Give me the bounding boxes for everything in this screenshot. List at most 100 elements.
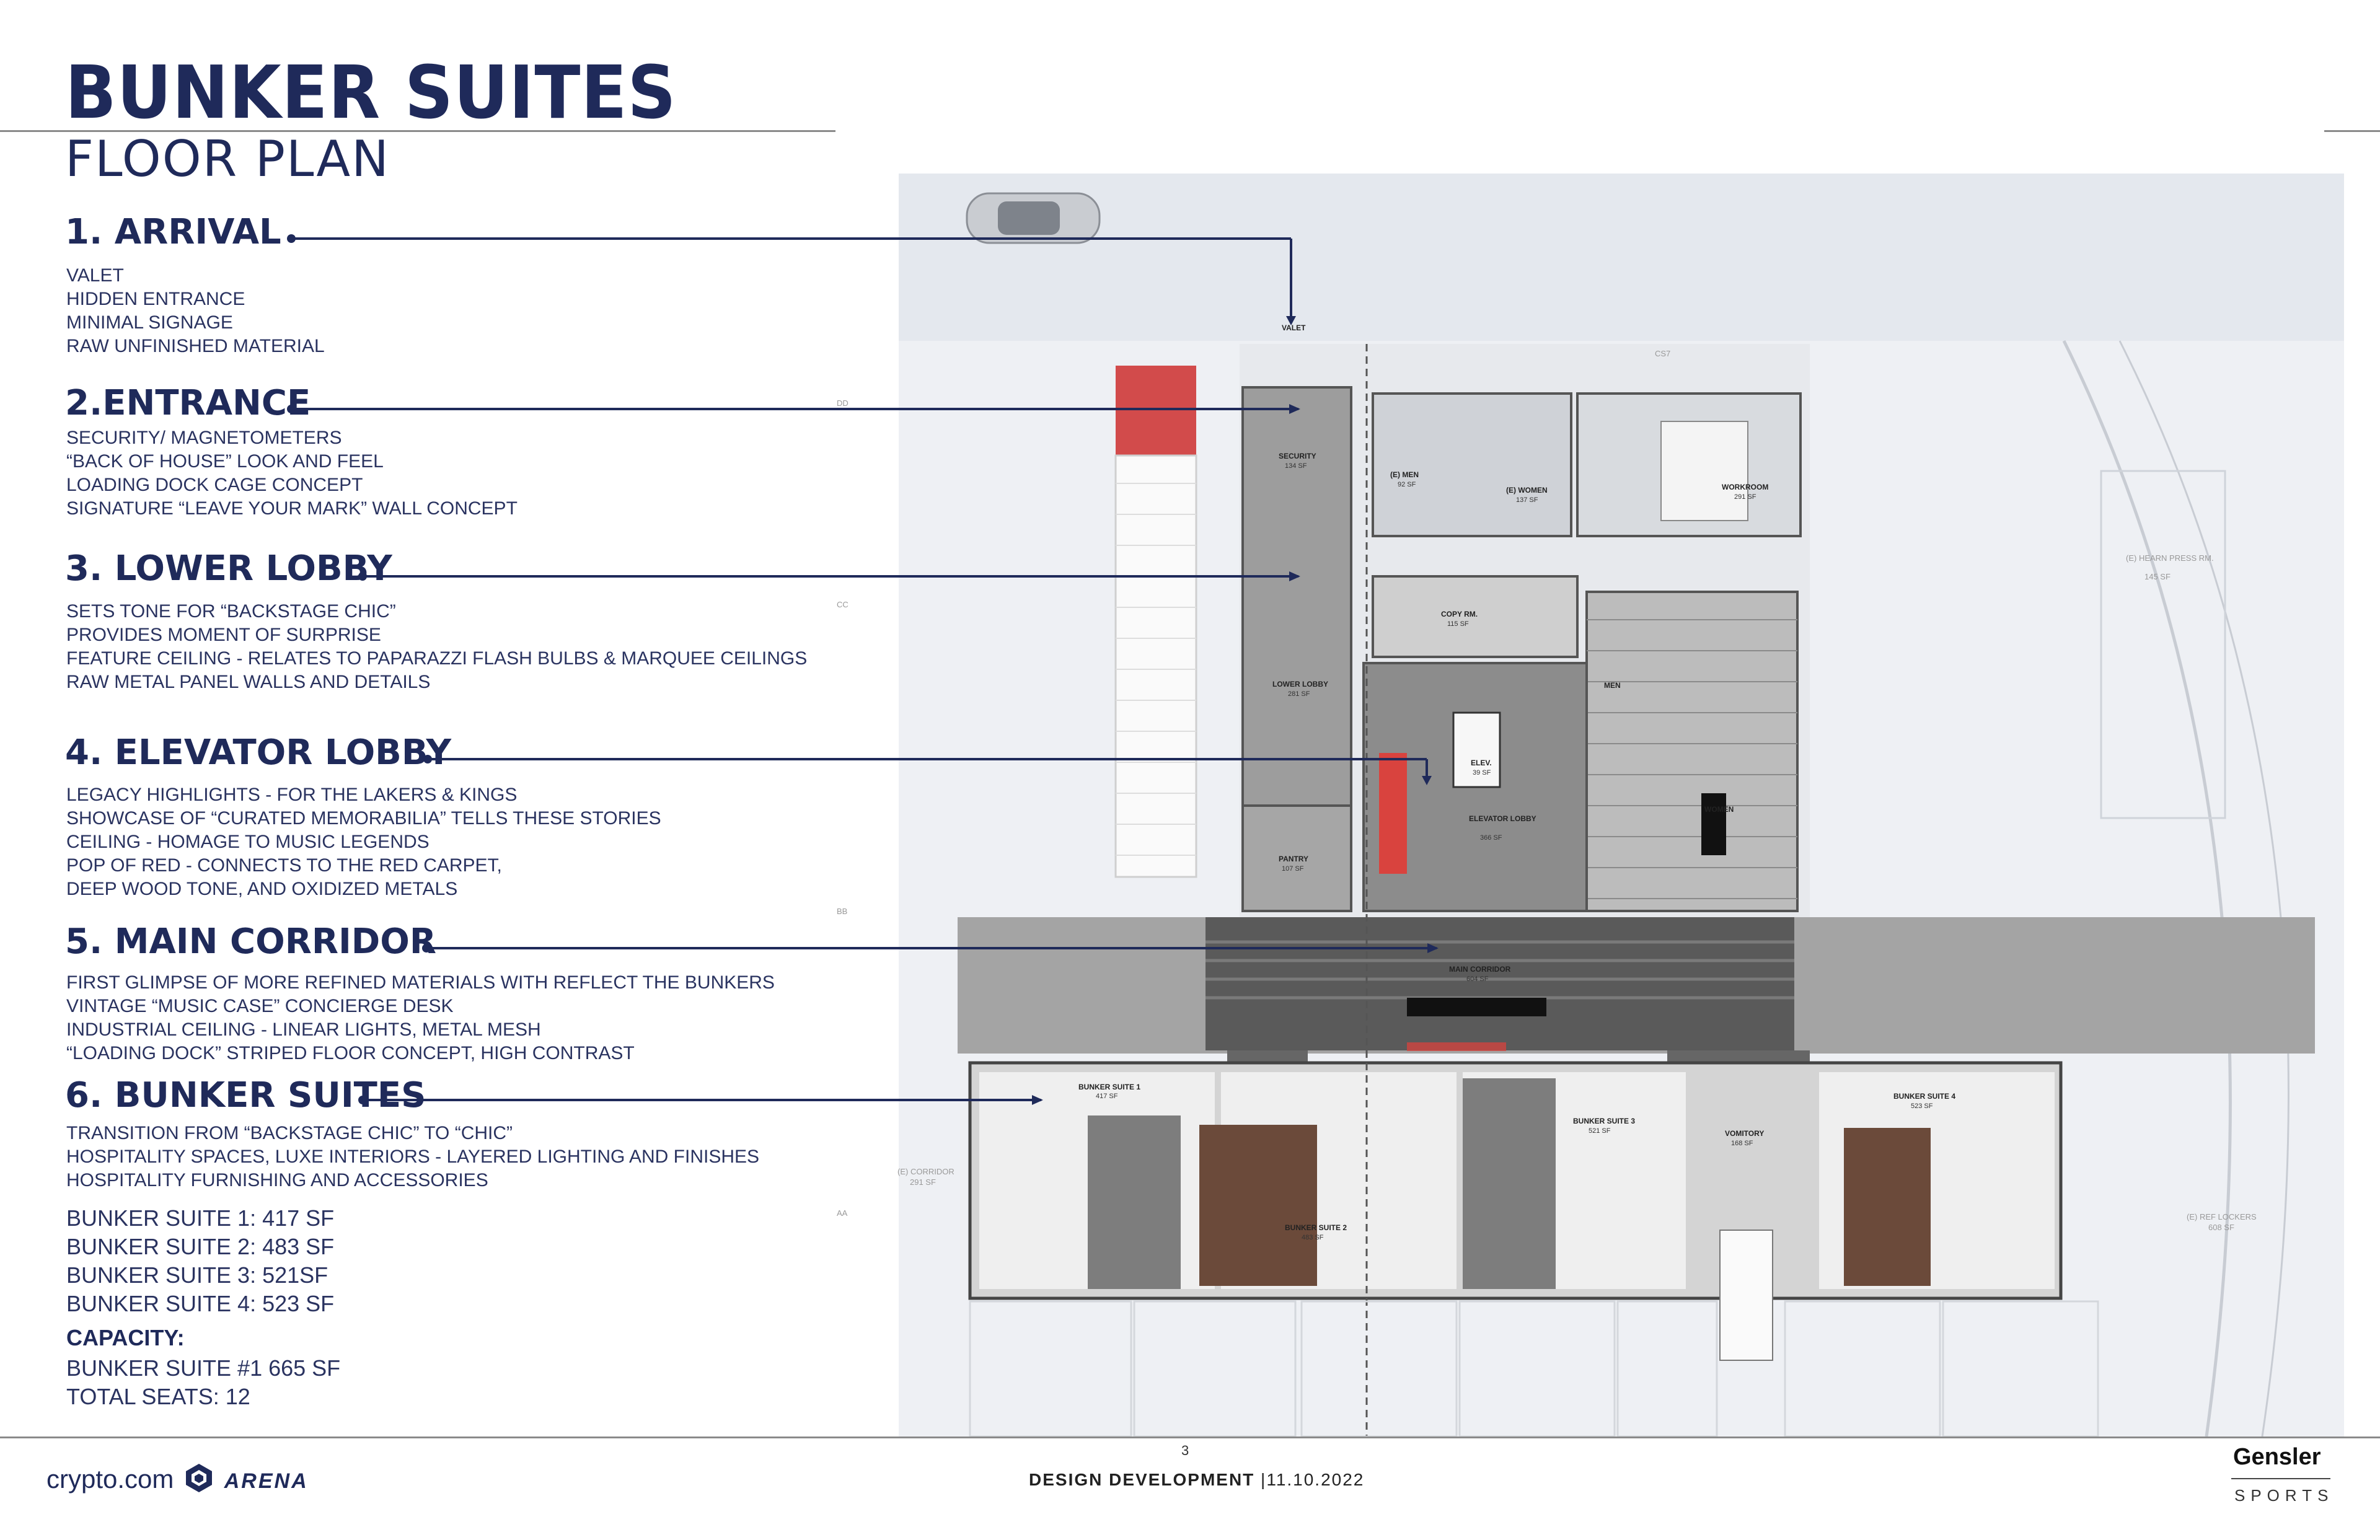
plan-label-main-corridor-sf: 604 SF (1466, 975, 1489, 983)
footer-divider (0, 1437, 2380, 1438)
firm-logo-rule (2231, 1478, 2330, 1479)
capacity-line: TOTAL SEATS: 12 (66, 1384, 250, 1409)
section-line: LOADING DOCK CAGE CONCEPT (66, 475, 363, 495)
section-line: INDUSTRIAL CEILING - LINEAR LIGHTS, META… (66, 1019, 541, 1040)
section-line: POP OF RED - CONNECTS TO THE RED CARPET, (66, 855, 502, 876)
section-title-main-corridor: 5. MAIN CORRIDOR (65, 922, 436, 962)
plan-label-vomitory: VOMITORY (1725, 1129, 1764, 1138)
footer-doc-info: DESIGN DEVELOPMENT |11.10.2022 (1029, 1470, 1364, 1490)
section-line: RAW METAL PANEL WALLS AND DETAILS (66, 672, 431, 692)
grid-label-bb: BB (837, 907, 847, 916)
plan-label-elev: ELEV. (1471, 759, 1492, 767)
section-line: MINIMAL SIGNAGE (66, 312, 233, 333)
suite-area-item: BUNKER SUITE 3: 521SF (66, 1262, 328, 1288)
plan-label-suite-1-sf: 417 SF (1096, 1093, 1118, 1100)
plan-label-pantry: PANTRY (1279, 855, 1308, 863)
plan-label-lower-lobby-sf: 281 SF (1288, 690, 1310, 698)
plan-label-hearn: (E) HEARN PRESS RM. (2126, 553, 2214, 563)
plan-label-lower-lobby: LOWER LOBBY (1272, 680, 1328, 689)
plan-label-elevator-lobby: ELEVATOR LOBBY (1469, 814, 1536, 823)
section-lines-lower-lobby: SETS TONE FOR “BACKSTAGE CHIC” PROVIDES … (66, 600, 807, 694)
plan-label-copy-rm: COPY RM. (1441, 610, 1478, 618)
section-lines-main-corridor: FIRST GLIMPSE OF MORE REFINED MATERIALS … (66, 971, 775, 1065)
section-line: HOSPITALITY SPACES, LUXE INTERIORS - LAY… (66, 1146, 760, 1167)
suite-area-item: BUNKER SUITE 2: 483 SF (66, 1234, 335, 1259)
capacity-lines: BUNKER SUITE #1 665 SF TOTAL SEATS: 12 (66, 1354, 340, 1411)
plan-label-elevator-lobby-sf: 366 SF (1480, 834, 1502, 842)
title-divider (0, 130, 835, 132)
plan-label-valet: VALET (1282, 323, 1306, 332)
section-line: HOSPITALITY FURNISHING AND ACCESSORIES (66, 1170, 488, 1190)
plan-label-ref-lockers: (E) REF LOCKERS (2187, 1212, 2257, 1221)
client-logo: crypto.com ARENA (46, 1463, 309, 1500)
client-brand: crypto.com (46, 1464, 174, 1494)
section-lines-bunker-suites: TRANSITION FROM “BACKSTAGE CHIC” TO “CHI… (66, 1122, 759, 1192)
firm-logo: Gensler (2233, 1444, 2321, 1470)
plan-label-pantry-sf: 107 SF (1282, 865, 1304, 873)
section-line: SETS TONE FOR “BACKSTAGE CHIC” (66, 601, 396, 622)
suite-area-item: BUNKER SUITE 4: 523 SF (66, 1291, 335, 1316)
plan-label-women-restroom: WOMEN (1704, 805, 1734, 814)
plan-label-suite-2: BUNKER SUITE 2 (1285, 1223, 1347, 1232)
section-line: HIDDEN ENTRANCE (66, 289, 245, 309)
section-line: FEATURE CEILING - RELATES TO PAPARAZZI F… (66, 648, 808, 669)
section-line: TRANSITION FROM “BACKSTAGE CHIC” TO “CHI… (66, 1123, 513, 1143)
page-subtitle: FLOOR PLAN (65, 130, 390, 188)
plan-label-suite-3-sf: 521 SF (1589, 1127, 1611, 1135)
section-lines-entrance: SECURITY/ MAGNETOMETERS “BACK OF HOUSE” … (66, 426, 518, 521)
plan-label-ref-lockers-sf: 608 SF (2208, 1223, 2234, 1232)
plan-label-elev-sf: 39 SF (1473, 769, 1491, 777)
plan-label-suite-3: BUNKER SUITE 3 (1573, 1117, 1635, 1125)
grid-label-aa: AA (837, 1208, 848, 1218)
firm-sub: SPORTS (2234, 1486, 2334, 1505)
car-icon (966, 192, 1101, 244)
plan-label-suite-4: BUNKER SUITE 4 (1893, 1092, 1955, 1101)
section-lines-elevator-lobby: LEGACY HIGHLIGHTS - FOR THE LAKERS & KIN… (66, 783, 661, 901)
plan-label-corridor: (E) CORRIDOR (897, 1167, 954, 1176)
crypto-hex-icon (185, 1463, 213, 1500)
section-title-entrance: 2.ENTRANCE (65, 383, 311, 423)
plan-label-workroom-sf: 291 SF (1734, 493, 1756, 501)
plan-label-workroom: WORKROOM (1722, 483, 1768, 491)
grid-label-cc: CC (837, 600, 848, 609)
section-title-arrival: 1. ARRIVAL (65, 212, 281, 252)
plan-label-suite-4-sf: 523 SF (1911, 1102, 1933, 1110)
suite-areas-list: BUNKER SUITE 1: 417 SF BUNKER SUITE 2: 4… (66, 1204, 334, 1318)
section-line: VALET (66, 265, 124, 286)
plan-label-copy-sf: 115 SF (1447, 620, 1469, 628)
plan-label-men-restroom: MEN (1604, 681, 1621, 690)
plan-label-corridor-sf: 291 SF (910, 1177, 936, 1187)
section-line: PROVIDES MOMENT OF SURPRISE (66, 625, 381, 645)
grid-label-dd: DD (837, 398, 848, 408)
truck-icon (1114, 366, 1197, 878)
capacity-line: BUNKER SUITE #1 665 SF (66, 1355, 341, 1381)
plan-label-women: (E) WOMEN (1506, 486, 1548, 495)
section-line: LEGACY HIGHLIGHTS - FOR THE LAKERS & KIN… (66, 785, 518, 805)
plan-label-women-sf: 137 SF (1516, 496, 1538, 504)
doc-date: |11.10.2022 (1254, 1470, 1365, 1489)
section-line: RAW UNFINISHED MATERIAL (66, 336, 325, 356)
section-line: “LOADING DOCK” STRIPED FLOOR CONCEPT, HI… (66, 1043, 635, 1063)
plan-label-cs7: CS7 (1655, 349, 1670, 358)
section-line: “BACK OF HOUSE” LOOK AND FEEL (66, 451, 384, 472)
section-title-bunker-suites: 6. BUNKER SUITES (65, 1075, 426, 1115)
section-title-elevator-lobby: 4. ELEVATOR LOBBY (65, 733, 452, 773)
capacity-title: CAPACITY: (66, 1325, 185, 1350)
plan-label-hearn-sf: 145 SF (2144, 572, 2171, 581)
plan-label-men-sf: 92 SF (1398, 481, 1416, 488)
section-line: DEEP WOOD TONE, AND OXIDIZED METALS (66, 879, 458, 899)
plan-label-vomitory-sf: 168 SF (1731, 1140, 1753, 1147)
plan-label-suite-2-sf: 483 SF (1302, 1234, 1324, 1241)
client-arena: ARENA (224, 1469, 309, 1494)
plan-label-security: SECURITY (1279, 452, 1316, 460)
plan-label-men: (E) MEN (1390, 470, 1419, 479)
plan-label-main-corridor: MAIN CORRIDOR (1449, 965, 1511, 974)
section-title-lower-lobby: 3. LOWER LOBBY (65, 548, 392, 589)
title-divider-right (2324, 130, 2380, 132)
doc-phase-label: DESIGN DEVELOPMENT (1029, 1470, 1255, 1489)
plan-label-security-sf: 134 SF (1285, 462, 1307, 470)
page-title: BUNKER SUITES (65, 50, 677, 135)
section-line: VINTAGE “MUSIC CASE” CONCIERGE DESK (66, 996, 454, 1016)
section-line: SHOWCASE OF “CURATED MEMORABILIA” TELLS … (66, 808, 661, 829)
